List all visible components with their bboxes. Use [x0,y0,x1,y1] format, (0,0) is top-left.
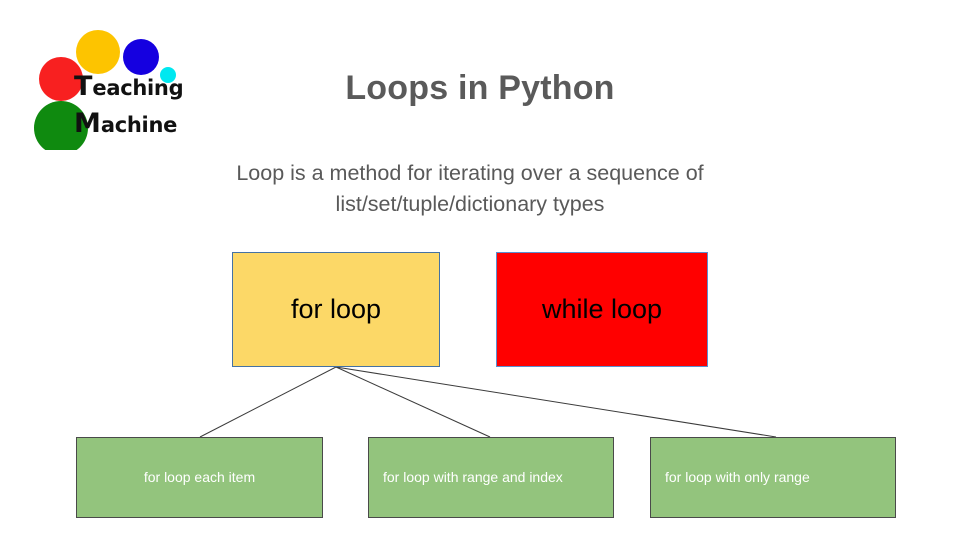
logo-text-teaching-rest: eaching [92,76,184,100]
connector-for-loop-to-only-range [335,366,777,438]
node-for-loop-only-range-label: for loop with only range [665,469,810,486]
logo-circle-blue [123,39,159,75]
logo-circle-red [39,57,83,101]
teaching-machine-logo: Teaching Machine [14,10,194,150]
page-subtitle: Loop is a method for iterating over a se… [236,161,704,217]
node-for-loop-range-index[interactable]: for loop with range and index [368,437,614,518]
node-for-loop-label: for loop [290,294,382,324]
logo-text-teaching-initial: T [74,71,93,102]
logo-circle-yellow [76,30,120,74]
logo-circle-cyan [160,67,176,83]
logo-text-machine-rest: achine [100,113,178,137]
logo-circle-green [34,101,88,150]
node-for-loop-each-item-label: for loop each item [143,469,256,486]
node-for-loop[interactable]: for loop [232,252,440,367]
connector-for-loop-to-each-item [199,366,337,438]
page-title: Loops in Python [345,69,615,107]
node-for-loop-only-range[interactable]: for loop with only range [650,437,896,518]
node-for-loop-range-index-label: for loop with range and index [383,469,563,486]
logo-text-machine-initial: M [74,108,101,139]
node-while-loop[interactable]: while loop [496,252,708,367]
node-while-loop-label: while loop [541,294,663,324]
node-for-loop-each-item[interactable]: for loop each item [76,437,323,518]
connector-for-loop-to-range-index [335,366,491,438]
